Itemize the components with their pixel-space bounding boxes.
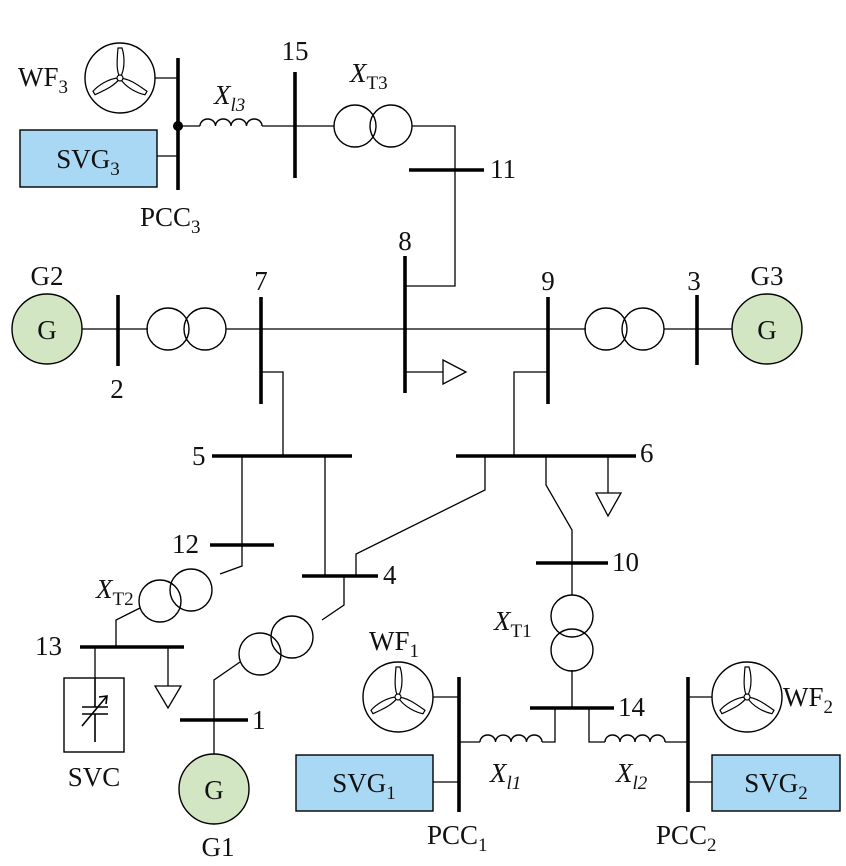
- generator-g1: G: [178, 753, 250, 825]
- svg2-box: [711, 754, 841, 812]
- bus-1-label: 1: [252, 705, 266, 735]
- variable-capacitor-icon: [81, 678, 108, 742]
- wind-farms: [84, 42, 783, 733]
- load-arrow-icon: [153, 685, 183, 710]
- load-arrow-icon: [594, 492, 623, 518]
- transformer-icon: [238, 615, 314, 676]
- xl3-label: Xl3: [213, 80, 245, 116]
- generator-labels: G2 G3 G1: [31, 261, 784, 862]
- svg2-label: SVG2: [744, 768, 808, 804]
- svg1-label: SVG1: [332, 768, 396, 804]
- wf3-label: WF3: [18, 62, 68, 98]
- bus-5-label: 5: [192, 441, 206, 471]
- inductors: [199, 118, 666, 743]
- connection-lines: [82, 77, 733, 783]
- pcc1-label: PCC1: [427, 820, 488, 856]
- wind-turbine-icon: [711, 661, 783, 733]
- bus-7-label: 7: [254, 266, 268, 296]
- xl1-label: Xl1: [489, 758, 521, 794]
- bus-6-label: 6: [640, 438, 654, 468]
- xl2-label: Xl2: [615, 758, 648, 794]
- reactance-labels: XT3 XT2 XT1 Xl3 Xl1 Xl2: [95, 58, 648, 794]
- transformers: [138, 104, 665, 676]
- generator-symbol: G: [757, 315, 777, 345]
- loads: [153, 358, 623, 710]
- g3-label: G3: [751, 261, 784, 291]
- svg3-label: SVG3: [56, 144, 120, 180]
- bus-11-label: 11: [490, 154, 516, 184]
- transformer-xt3: [333, 104, 413, 148]
- bus-12-label: 12: [172, 529, 199, 559]
- inductor-xl3: [199, 118, 263, 127]
- bus-8-label: 8: [398, 226, 412, 256]
- xt1-label: XT1: [493, 606, 532, 642]
- load-arrow-icon: [442, 358, 468, 386]
- generator-symbol: G: [204, 775, 224, 805]
- bus-14-label: 14: [618, 692, 646, 722]
- svg-units: SVG3 SVG1 SVG2: [19, 129, 841, 812]
- transformer-xt1: [550, 594, 594, 672]
- bus-15-label: 15: [282, 36, 309, 66]
- wf2-label: WF2: [783, 682, 833, 718]
- svc-label: SVC: [68, 762, 121, 792]
- wind-farm-labels: WF3 WF1 WF2: [18, 62, 833, 718]
- wf1-label: WF1: [369, 626, 419, 662]
- transformer-xt2: [138, 568, 213, 623]
- pcc2-label: PCC2: [656, 820, 717, 856]
- g2-label: G2: [31, 261, 64, 291]
- wind-turbine-icon: [84, 42, 156, 114]
- bus-3-label: 3: [687, 266, 701, 296]
- pcc3-label: PCC3: [140, 202, 201, 238]
- generator-g2: G: [11, 293, 83, 365]
- inductor-xl2: [604, 734, 666, 743]
- inductor-xl1: [479, 734, 543, 743]
- svg3-box: [19, 129, 158, 188]
- bus-2-label: 2: [110, 374, 124, 404]
- bus-labels: 2 7 8 9 3 15 11 5 6 4 12 10 13 14 1: [35, 36, 701, 735]
- buses: [80, 58, 699, 812]
- bus-13-label: 13: [35, 631, 62, 661]
- wind-turbine-icon: [362, 661, 434, 733]
- xt3-label: XT3: [349, 58, 388, 94]
- generators: G G G: [11, 293, 803, 825]
- generator-symbol: G: [37, 315, 57, 345]
- svc-device: [63, 677, 125, 753]
- generator-g3: G: [731, 293, 803, 365]
- bus-4-label: 4: [383, 560, 397, 590]
- pcc-labels: PCC3 PCC1 PCC2: [140, 202, 717, 856]
- bus-9-label: 9: [541, 266, 555, 296]
- xt2-label: XT2: [95, 574, 134, 610]
- pcc3-node: [173, 121, 183, 131]
- svg1-box: [295, 754, 434, 812]
- bus-10-label: 10: [612, 547, 639, 577]
- transformer-icon: [584, 307, 665, 351]
- transformer-icon: [146, 307, 227, 351]
- g1-label: G1: [202, 832, 235, 862]
